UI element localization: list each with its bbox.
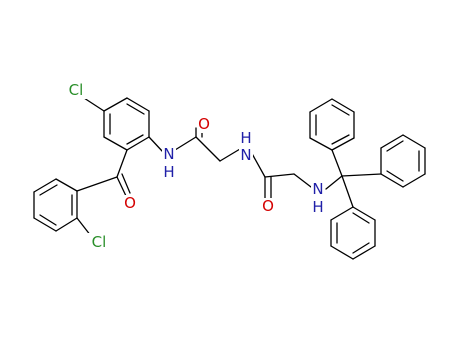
- bond: [331, 104, 350, 116]
- bond: [331, 149, 343, 177]
- bond: [352, 212, 370, 224]
- bond: [386, 140, 404, 152]
- bond: [39, 214, 57, 226]
- bond: [352, 242, 370, 254]
- bond: [264, 173, 295, 178]
- bond: [55, 178, 78, 192]
- bond: [126, 97, 150, 112]
- bond: [116, 176, 127, 197]
- amide2-oxygen-label: O: [262, 197, 274, 215]
- bond: [330, 206, 354, 221]
- bond: [219, 148, 241, 162]
- bond: [331, 137, 355, 151]
- bond: [148, 136, 164, 153]
- amide1-oxygen-label: O: [198, 115, 210, 133]
- bond: [174, 136, 197, 151]
- anilide-nitrogen-label: N: [163, 145, 174, 163]
- bond: [402, 173, 426, 188]
- bond: [126, 136, 150, 151]
- amide2-nitrogen-label: N: [240, 146, 251, 164]
- ketone-oxygen-label: O: [124, 194, 136, 212]
- bond: [39, 184, 58, 196]
- bond: [380, 134, 404, 149]
- amide2-hydrogen-label: H: [240, 129, 251, 147]
- bond: [126, 103, 145, 115]
- bond: [121, 173, 131, 194]
- bond: [55, 217, 78, 232]
- chlorine-label-top: Cl: [69, 81, 84, 99]
- bond: [325, 175, 343, 190]
- bond: [341, 173, 382, 177]
- bond: [330, 245, 354, 260]
- bond: [380, 173, 404, 188]
- bond: [33, 217, 57, 232]
- trityl-amine-hydrogen-label: H: [312, 198, 323, 216]
- bond: [341, 175, 354, 208]
- bonds: [33, 97, 426, 260]
- bond: [83, 97, 105, 112]
- bond: [33, 178, 57, 193]
- bond: [116, 149, 128, 178]
- bond: [402, 134, 426, 149]
- trityl-amine-nitrogen-label: N: [312, 180, 323, 198]
- bond: [103, 136, 128, 151]
- bond: [352, 245, 376, 260]
- anilide-hydrogen-label: H: [163, 163, 174, 181]
- bond: [352, 206, 376, 221]
- bond: [195, 136, 221, 162]
- bond: [309, 137, 333, 151]
- atom-labels: Cl O Cl N H O H N O N H: [65, 81, 325, 251]
- bond: [309, 98, 333, 113]
- bond: [331, 98, 355, 113]
- bond: [293, 173, 312, 188]
- bond: [126, 134, 144, 145]
- bond: [103, 97, 128, 112]
- bond: [386, 170, 404, 182]
- bond: [331, 134, 350, 145]
- bond: [76, 176, 118, 192]
- chlorine-label-bottom: Cl: [92, 233, 107, 251]
